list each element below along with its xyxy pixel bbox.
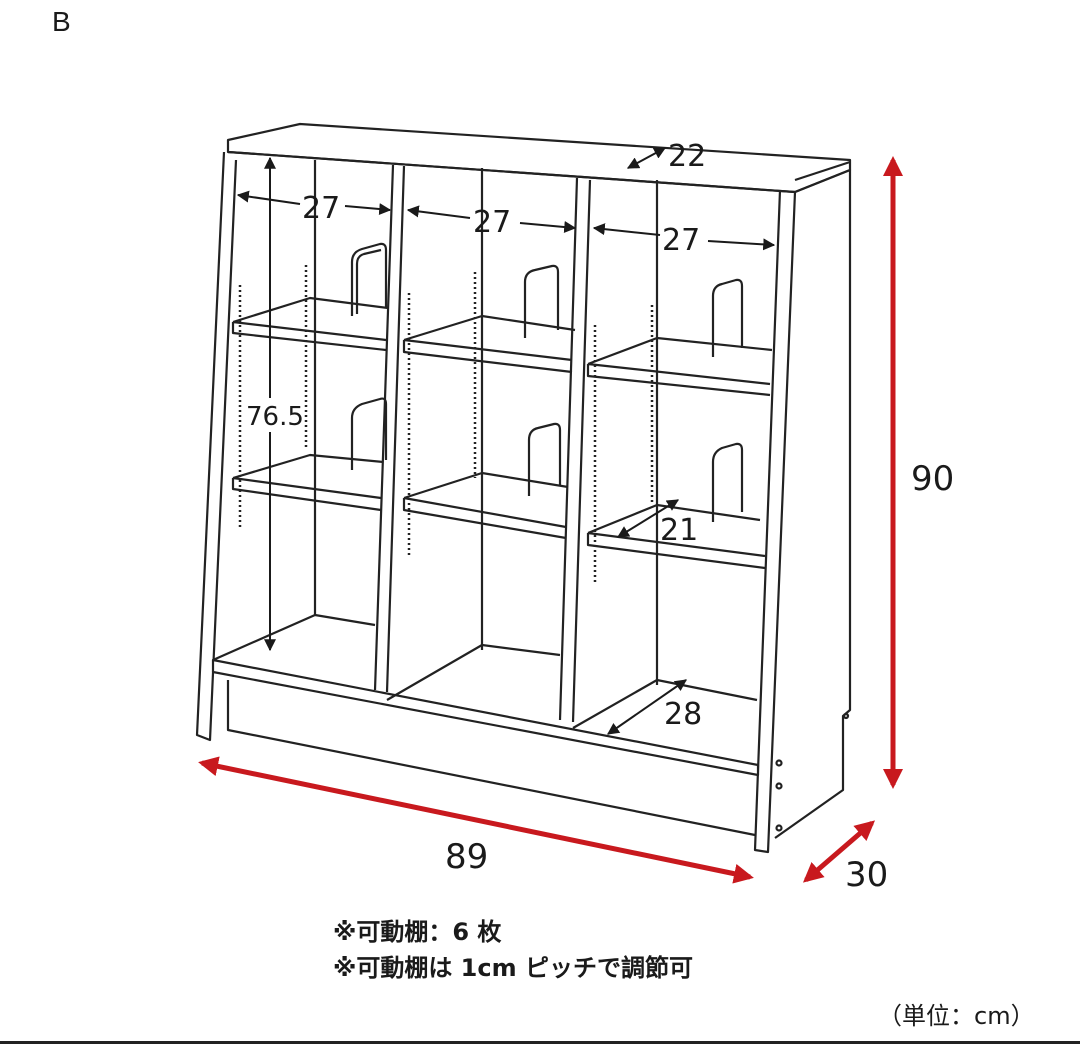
unit-label: （単位：cm） [878,1002,1035,1030]
dim-bottom-depth: 28 [664,697,702,732]
dim-compartment-center: 27 [473,205,511,240]
note-shelf-pitch: ※可動棚は 1cm ピッチで調節可 [333,954,693,982]
note-shelf-count: ※可動棚：6 枚 [333,918,502,946]
dim-compartment-left: 27 [302,191,340,226]
dim-depth: 30 [845,855,888,895]
dim-interior-height: 76.5 [246,402,304,432]
dim-shelf-depth: 21 [660,513,698,548]
notes: ※可動棚：6 枚 ※可動棚は 1cm ピッチで調節可 [333,914,693,986]
dim-top-depth: 22 [668,139,706,174]
dim-compartment-right: 27 [662,223,700,258]
bookshelf-outline [195,122,852,854]
dim-width: 89 [445,837,488,877]
figure-label: B [52,6,71,37]
bottom-divider [0,1041,1080,1044]
dim-height: 90 [911,459,954,499]
dimension-arrows-red [198,156,903,884]
shelf-pin-holes [238,265,654,585]
